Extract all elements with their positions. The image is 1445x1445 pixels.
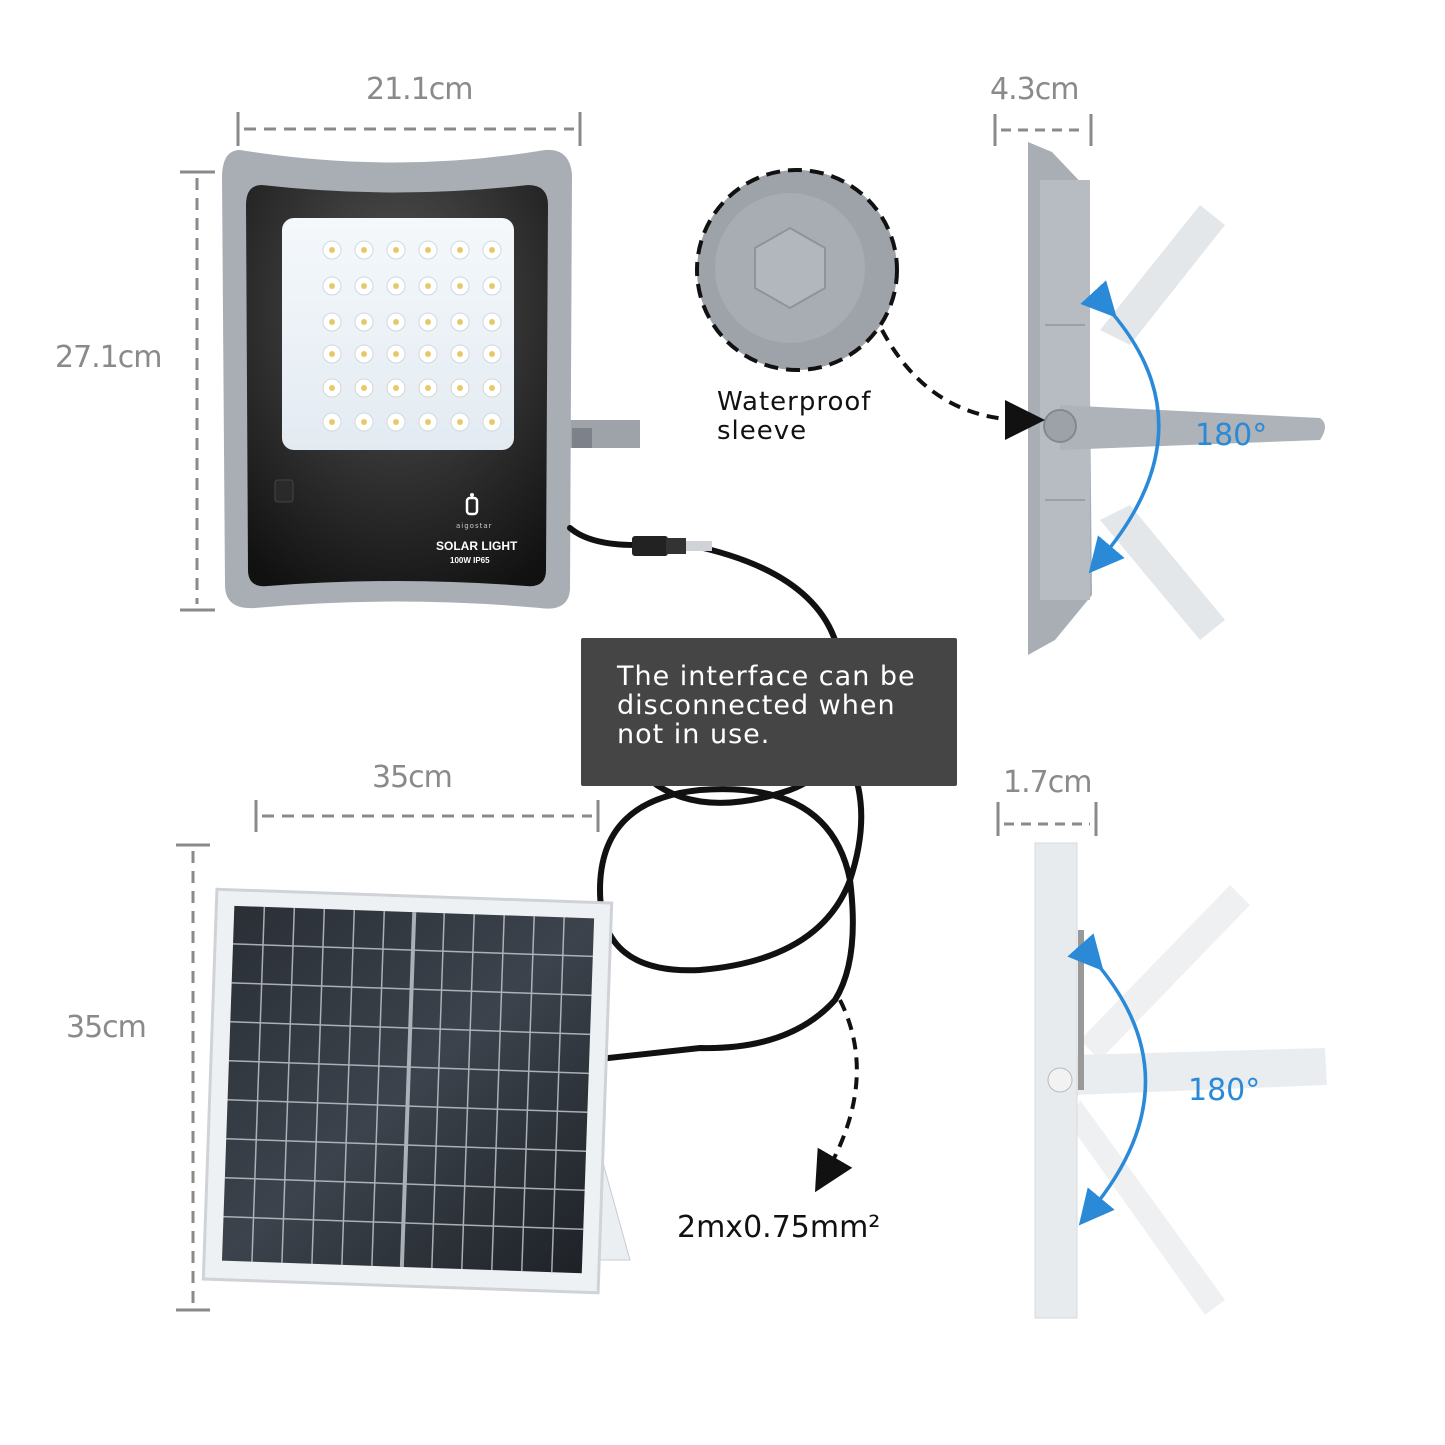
brand-name: aigostar — [456, 522, 493, 530]
rotation-arc-panel — [1067, 933, 1148, 1226]
panel-rotation-label: 180° — [1188, 1073, 1261, 1108]
floodlight-front-view — [222, 149, 640, 609]
solar-panel-front — [201, 887, 631, 1295]
cable — [567, 525, 865, 1063]
dimension-line-floodlight-height — [180, 170, 215, 612]
product-title: SOLAR LIGHT — [436, 539, 518, 553]
interface-note-box: The interface can be disconnected when n… — [581, 638, 957, 786]
rotation-arc-floodlight — [1080, 280, 1161, 574]
panel-width-label: 35cm — [372, 760, 453, 795]
waterproof-sleeve-zoom — [695, 168, 1045, 440]
panel-depth-label: 1.7cm — [1003, 765, 1092, 800]
floodlight-width-label: 21.1cm — [366, 72, 474, 107]
dimension-line-panel-width — [254, 800, 600, 832]
cable-spec-label: 2mx0.75mm² — [677, 1210, 881, 1245]
dimension-line-floodlight-width — [236, 112, 582, 146]
panel-height-label: 35cm — [66, 1010, 147, 1045]
product-spec: 100W IP65 — [450, 556, 490, 565]
dimension-line-panel-depth — [996, 802, 1098, 836]
cable-spec-arrow — [814, 999, 859, 1193]
waterproof-sleeve-label: Waterproof sleeve — [717, 387, 872, 446]
dimension-line-floodlight-depth — [993, 114, 1093, 146]
floodlight-rotation-label: 180° — [1195, 418, 1268, 453]
dimension-line-panel-height — [176, 843, 210, 1312]
solar-panel-side-view — [1034, 842, 1327, 1319]
floodlight-side-view — [1028, 142, 1325, 655]
dc-connector — [632, 536, 712, 556]
brand-logo-icon — [465, 493, 479, 516]
floodlight-depth-label: 4.3cm — [990, 72, 1079, 107]
floodlight-height-label: 27.1cm — [55, 340, 163, 375]
